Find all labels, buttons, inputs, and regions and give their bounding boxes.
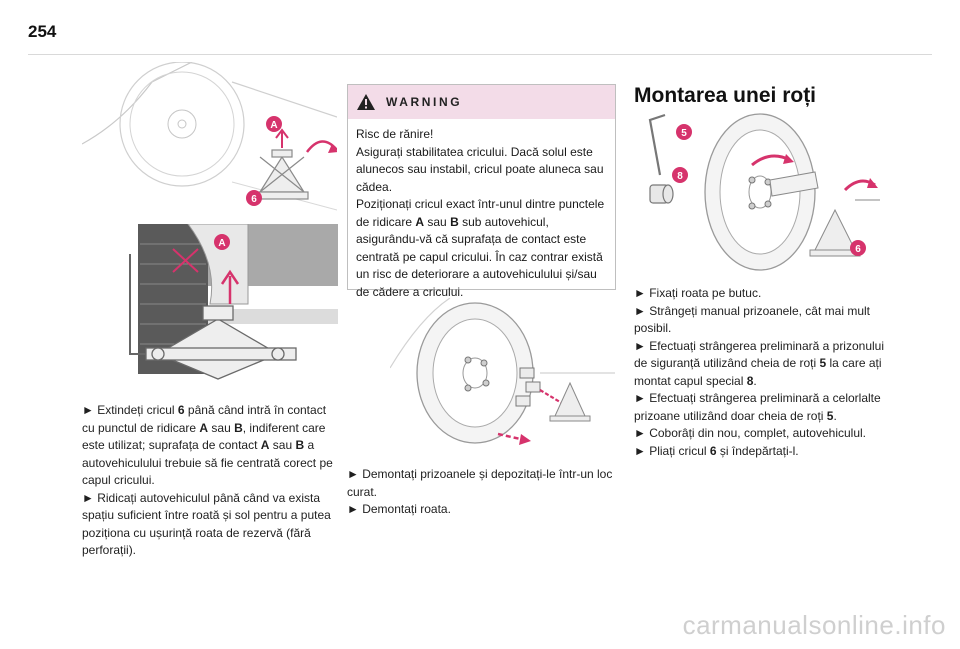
right-line-5: ► Coborâți din nou, complet, autovehicul… <box>634 426 867 440</box>
warning-header: WARNING <box>348 85 615 119</box>
callout-8: 8 <box>677 171 683 182</box>
left-paragraph-1: ► Extindeți cricul 6 până când intră în … <box>82 403 333 487</box>
callout-a-top: A <box>270 120 277 131</box>
right-line-1: ► Fixați roata pe butuc. <box>634 286 762 300</box>
left-instructions: ► Extindeți cricul 6 până când intră în … <box>82 402 340 560</box>
right-instructions: ► Fixați roata pe butuc. ► Strângeți man… <box>634 285 896 460</box>
figure-wheel-removal <box>390 298 615 445</box>
middle-paragraph-2: ► Demontați roata. <box>347 502 451 516</box>
figure-jack-lift-point: A 6 <box>82 62 337 211</box>
warning-body: Risc de rănire! Asigurați stabilitatea c… <box>348 119 615 308</box>
section-title: Montarea unei roți <box>634 84 817 107</box>
right-line-4: ► Efectuați strângerea preliminară a cel… <box>634 391 881 423</box>
middle-paragraph-1: ► Demontați prizoanele și depozitați-le … <box>347 467 613 499</box>
warning-title: WARNING <box>386 95 463 109</box>
callout-a-closeup: A <box>218 238 225 249</box>
callout-6-top: 6 <box>251 194 257 205</box>
callout-6-right: 6 <box>855 244 861 255</box>
warning-triangle-icon <box>357 94 375 110</box>
warning-line-3: Poziționați cricul exact într-unul dintr… <box>356 197 605 299</box>
warning-line-2: Asigurați stabilitatea cricului. Dacă so… <box>356 144 604 194</box>
left-paragraph-2: ► Ridicați autovehiculul până când va ex… <box>82 490 331 558</box>
warning-line-1: Risc de rănire! <box>356 127 434 141</box>
middle-instructions: ► Demontați prizoanele și depozitați-le … <box>347 466 617 519</box>
figure-wheel-fitting: 5 8 6 <box>648 113 880 271</box>
right-line-6: ► Pliați cricul 6 și îndepărtați-l. <box>634 443 799 458</box>
callout-5: 5 <box>681 128 687 139</box>
right-line-2: ► Strângeți manual prizoanele, cât mai m… <box>634 303 870 336</box>
warning-box: WARNING Risc de rănire! Asigurați stabil… <box>347 84 616 299</box>
page-number: 254 <box>28 22 57 41</box>
figure-jack-closeup: A <box>129 224 338 380</box>
right-line-3: ► Efectuați strângerea preliminară a pri… <box>634 338 885 388</box>
watermark: carmanualsonline.info <box>682 610 946 640</box>
page-header-rule <box>28 54 932 55</box>
